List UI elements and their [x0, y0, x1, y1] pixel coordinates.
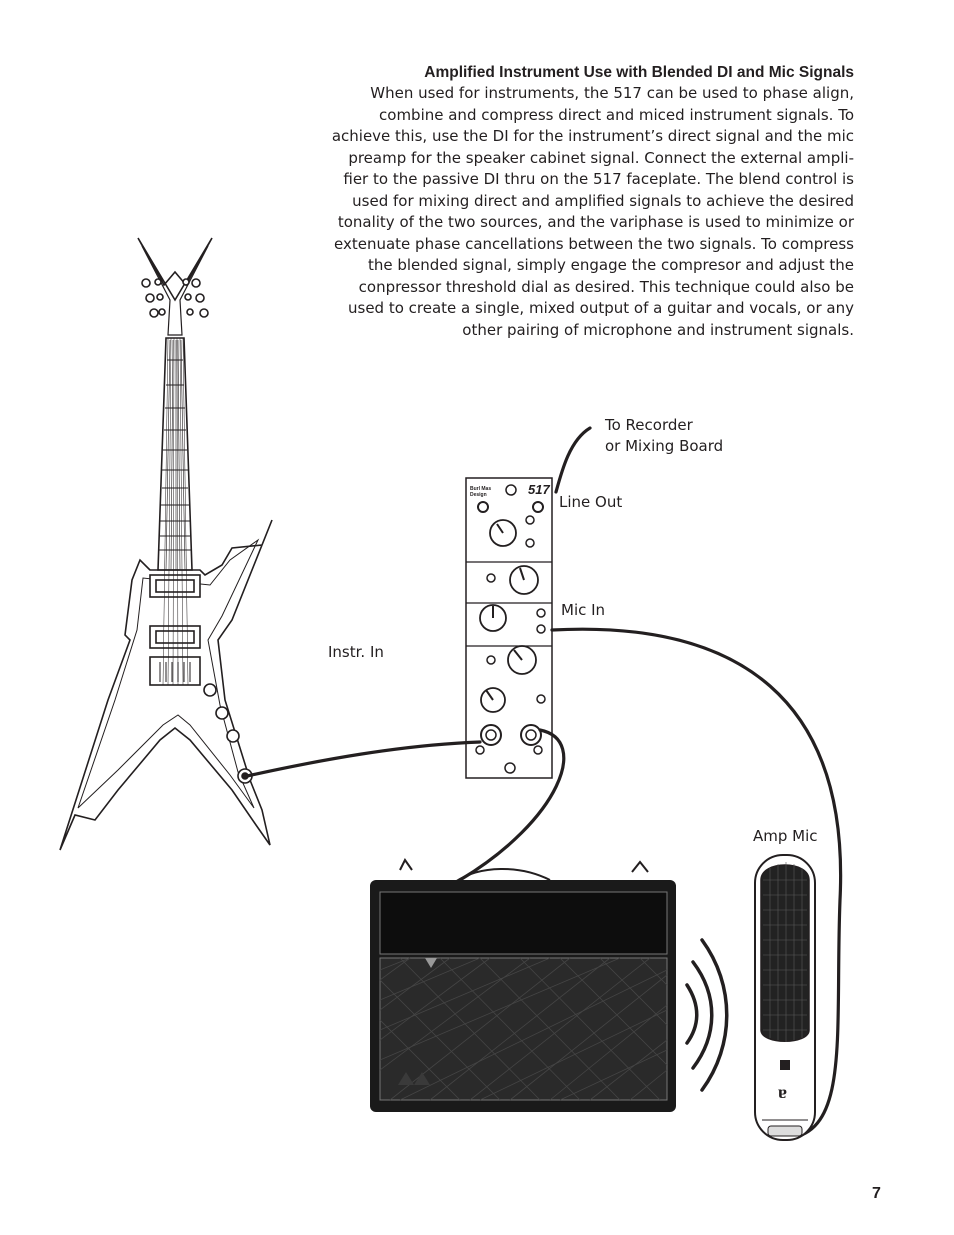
sound-waves-icon [685, 938, 729, 1092]
body-line: used for mixing direct and amplified sig… [352, 191, 854, 210]
517-module: Burl Mas Design 517 [465, 477, 553, 779]
body-line: fier to the passive DI thru on the 517 f… [343, 170, 854, 188]
line-out-label: Line Out [559, 493, 623, 511]
microphone-illustration: ɐ [754, 854, 816, 1141]
body-line: conpressor threshold dial as desired. Th… [358, 277, 854, 296]
body-line: tonality of the two sources, and the var… [337, 213, 854, 231]
svg-text:Design: Design [470, 492, 487, 498]
body-line: combine and compress direct and miced in… [379, 105, 854, 124]
body-line: achieve this, use the DI for the instrum… [331, 127, 854, 145]
section-heading: Amplified Instrument Use with Blended DI… [424, 64, 854, 81]
instr-in-label: Instr. In [328, 643, 384, 661]
mic-in-label: Mic In [561, 601, 606, 619]
body-line: preamp for the speaker cabinet signal. C… [348, 148, 854, 167]
amp-mic-label: Amp Mic [753, 827, 818, 845]
body-line: used to create a single, mixed output of… [348, 299, 854, 317]
body-line: the blended signal, simply engage the co… [367, 256, 854, 274]
mic-logo-icon: ɐ [778, 1082, 787, 1102]
amplifier-illustration [370, 858, 676, 1112]
page-number: 7 [872, 1185, 881, 1202]
module-model-label: 517 [528, 482, 550, 497]
svg-text:Burl Mas: Burl Mas [470, 486, 491, 492]
body-line: other pairing of microphone and instrume… [462, 320, 854, 339]
instructions-section: Amplified Instrument Use with Blended DI… [318, 62, 854, 341]
to-recorder-label-line1: To Recorder [605, 416, 693, 434]
body-line: extenuate phase cancellations between th… [334, 234, 854, 253]
to-recorder-label-line2: or Mixing Board [605, 437, 724, 455]
cables [245, 426, 843, 1140]
body-line: When used for instruments, the 517 can b… [370, 84, 854, 102]
guitar-illustration [59, 237, 273, 851]
